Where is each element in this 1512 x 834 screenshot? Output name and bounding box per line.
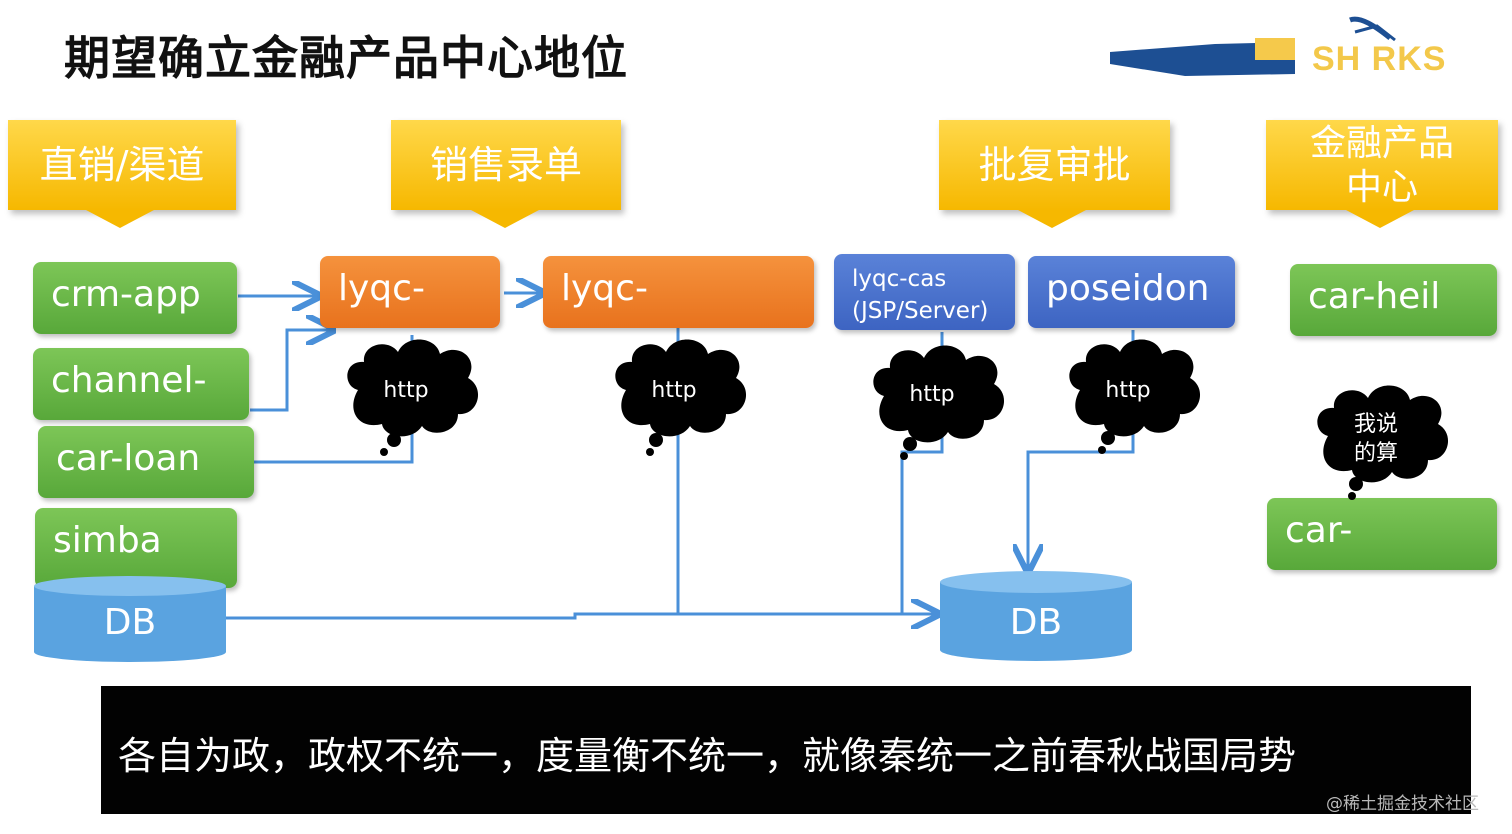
http-cloud-4 — [1069, 339, 1201, 454]
system-car-heil-label: car-heil — [1308, 276, 1441, 317]
system-lyqc-2-label: lyqc- — [561, 268, 648, 309]
system-lyqc-1-label: lyqc- — [338, 268, 425, 309]
stage-finance-product-center-line2: 中心 — [1345, 167, 1418, 208]
system-car-product-label: car- — [1285, 510, 1353, 551]
system-crm-app: crm-app — [33, 262, 237, 334]
summary-banner — [101, 686, 1471, 814]
system-car-loan-label: car-loan — [56, 438, 201, 479]
http-cloud-1-label: http — [383, 378, 429, 403]
stage-sales-entry: 销售录单 — [391, 120, 621, 210]
decision-cloud-line2: 的算 — [1353, 441, 1398, 466]
stage-approval-pointer — [1018, 210, 1086, 228]
stage-approval-label: 批复审批 — [978, 143, 1131, 187]
http-cloud-4-label: http — [1105, 378, 1151, 403]
watermark: @稀土掘金技术社区 — [1326, 794, 1479, 814]
system-car-loan: car-loan — [38, 426, 254, 498]
system-car-heil: car-heil — [1290, 264, 1497, 336]
system-channel: channel- — [33, 348, 249, 420]
stage-direct-channel-pointer — [86, 210, 154, 228]
database-left — [34, 576, 226, 662]
system-poseidon: poseidon — [1028, 256, 1235, 328]
system-lyqc-cas: lyqc-cas (JSP/Server) — [834, 254, 1015, 330]
system-lyqc-cas-line2: (JSP/Server) — [852, 298, 989, 324]
system-car-product: car- — [1267, 498, 1497, 570]
stage-sales-entry-pointer — [471, 210, 539, 228]
stage-finance-product-center-line1: 金融产品 — [1309, 123, 1454, 164]
stage-approval: 批复审批 — [939, 120, 1170, 210]
system-simba: simba — [35, 508, 237, 588]
database-left-label: DB — [103, 602, 157, 643]
system-lyqc-cas-line1: lyqc-cas — [852, 266, 947, 292]
http-cloud-3 — [873, 345, 1005, 460]
system-lyqc-1: lyqc- — [320, 256, 500, 328]
http-cloud-2-label: http — [651, 378, 697, 403]
summary-banner-text: 各自为政，政权不统一，度量衡不统一，就像秦统一之前春秋战国局势 — [118, 734, 1297, 778]
database-center — [940, 571, 1132, 661]
system-simba-label: simba — [53, 520, 162, 561]
system-poseidon-label: poseidon — [1046, 268, 1210, 309]
stage-finance-product-center-pointer — [1346, 210, 1414, 228]
decision-cloud — [1317, 385, 1449, 500]
http-cloud-1 — [347, 339, 479, 456]
system-lyqc-2: lyqc- — [543, 256, 814, 328]
http-cloud-3-label: http — [909, 382, 955, 407]
stage-direct-channel-label: 直销/渠道 — [39, 143, 205, 187]
stage-direct-channel: 直销/渠道 — [8, 120, 236, 210]
system-channel-label: channel- — [51, 360, 207, 401]
company-logo — [1110, 16, 1396, 76]
stage-finance-product-center: 金融产品 中心 — [1266, 120, 1498, 210]
database-center-label: DB — [1009, 602, 1063, 643]
logo-text: SH RKS — [1312, 40, 1447, 78]
slide-title: 期望确立金融产品中心地位 — [64, 31, 628, 85]
stage-sales-entry-label: 销售录单 — [429, 143, 582, 187]
system-crm-app-label: crm-app — [51, 274, 201, 315]
decision-cloud-line1: 我说 — [1353, 412, 1398, 437]
http-cloud-2 — [615, 339, 747, 456]
